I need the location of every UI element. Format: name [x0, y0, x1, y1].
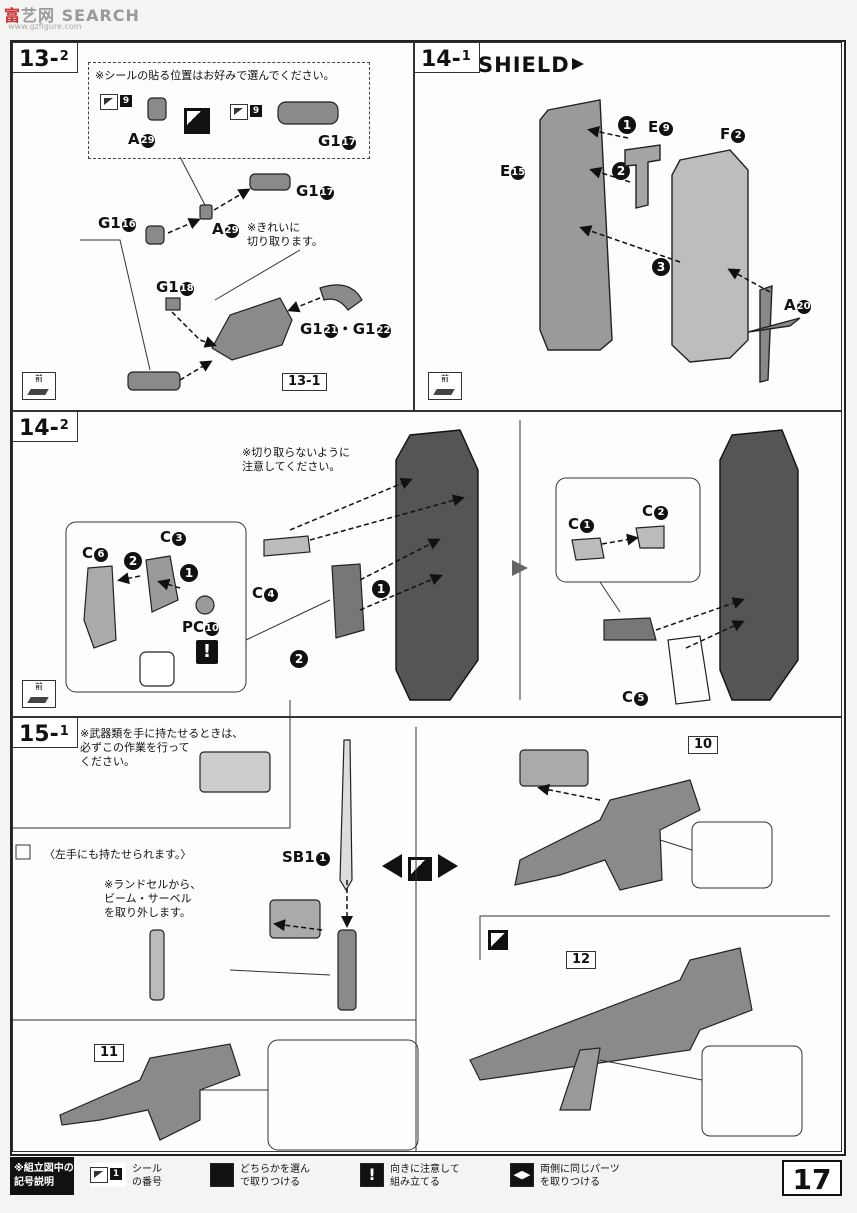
part-label-g1-17-top: G117 — [318, 132, 356, 150]
legend-item-sticker: 1 シール の番号 — [90, 1161, 200, 1191]
watermark-prefix: 富 — [4, 6, 22, 25]
step-label: 14-2 — [13, 412, 78, 442]
ref-part-10: 10 — [688, 736, 719, 754]
part-label-g1-21-22: G121・G122 — [300, 320, 391, 338]
watermark-middle: 艺网 — [21, 6, 56, 25]
ref-part-11: 11 — [94, 1044, 125, 1062]
choose-icon — [210, 1163, 234, 1187]
caution-icon: ! — [196, 640, 218, 664]
saber-removal-note: ※ランドセルから、 ビーム・サーベル を取り外します。 — [104, 878, 202, 919]
step-number-2: 2 — [124, 552, 142, 570]
legend-item-choose: どちらかを選ん で取りつける — [210, 1161, 340, 1191]
legend-item-caution: ! 向きに注意して 組み立てる — [360, 1161, 490, 1191]
step-label: 13-2 — [13, 43, 78, 73]
choose-icon — [408, 857, 432, 881]
step-label: 15-1 — [13, 718, 78, 748]
step-number-1: 1 — [180, 564, 198, 582]
part-label-g1-18: G118 — [156, 278, 194, 296]
sticker-icon: 1 — [90, 1163, 126, 1187]
watermark-url: www.gzfigure.com — [8, 22, 82, 31]
step-number-2: 2 — [290, 650, 308, 668]
part-label-pc10: PC10 — [182, 618, 220, 636]
legend-heading: ※組立図中の 記号説明 — [10, 1157, 74, 1195]
part-label-a29: A29 — [212, 220, 239, 238]
watermark: 富艺网 SEARCH — [4, 2, 140, 26]
part-label-a29-top: A29 — [128, 130, 155, 148]
ref-part-12: 12 — [566, 951, 597, 969]
sticker-choice-box — [88, 62, 370, 159]
step-label: 14-1 — [415, 43, 480, 73]
symbol-legend: ※組立図中の 記号説明 1 シール の番号 どちらかを選ん で取りつける ! 向… — [10, 1157, 842, 1195]
part-label-g1-17: G117 — [296, 182, 334, 200]
panel-step-13-2: 13-2 — [12, 42, 414, 411]
caution-icon: ! — [360, 1163, 384, 1187]
panel-step-14-1: 14-1 — [414, 42, 842, 411]
front-view-icon: 前 — [22, 372, 56, 400]
page-number: 17 — [782, 1160, 842, 1196]
shield-title: SHIELD — [478, 53, 584, 77]
part-label-a20: A20 — [784, 296, 811, 314]
ref-step-13-1: 13-1 — [282, 373, 327, 391]
same-parts-icon: ◀▶ — [510, 1163, 534, 1187]
sticker-icon: 9 — [230, 104, 270, 120]
part-label-e15: E15 — [500, 162, 526, 180]
part-label-g1-16: G116 — [98, 214, 136, 232]
front-view-icon: 前 — [428, 372, 462, 400]
step-number-1: 1 — [618, 116, 636, 134]
watermark-brand: SEARCH — [61, 6, 140, 25]
do-not-cut-note: ※切り取らないように 注意してください。 — [242, 446, 350, 473]
front-view-icon: 前 — [22, 680, 56, 708]
clean-cut-note: ※きれいに 切り取ります。 — [247, 221, 323, 248]
left-hand-note: 〈左手にも持たせられます。〉 — [44, 848, 192, 861]
step-number-3: 3 — [652, 258, 670, 276]
sticker-icon: 9 — [100, 94, 140, 110]
legend-item-same-parts: ◀▶ 両側に同じパーツ を取りつける — [510, 1161, 650, 1191]
choose-icon — [488, 930, 508, 950]
sticker-position-note: ※シールの貼る位置はお好みで選んでください。 — [95, 69, 335, 82]
weapon-hold-note: ※武器類を手に持たせるときは、 必ずこの作業を行って ください。 — [80, 727, 244, 768]
choose-icon — [184, 108, 210, 134]
step-number-1: 1 — [372, 580, 390, 598]
